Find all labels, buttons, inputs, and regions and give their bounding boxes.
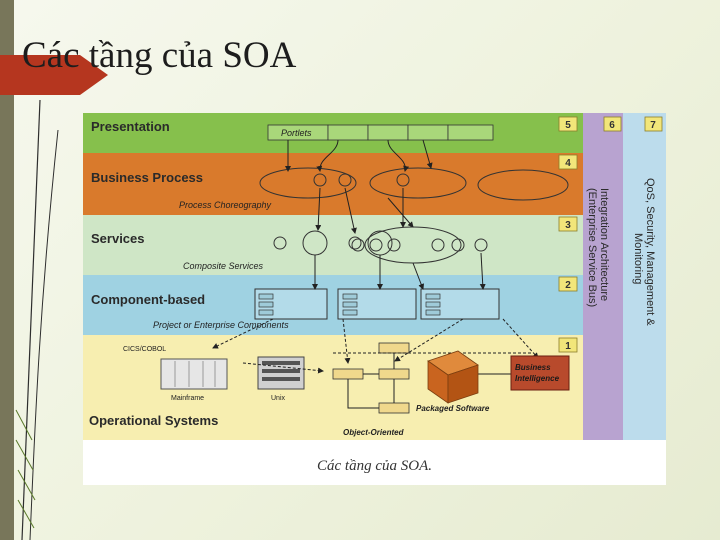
soa-diagram-drawing: 5 4 3 2 1 6 7 Presentation Business Proc…	[83, 113, 666, 440]
oo-box-1	[378, 342, 410, 354]
unix-label: Unix	[271, 395, 286, 402]
oo-box-4	[378, 402, 410, 414]
packaged-software-label: Packaged Software	[416, 404, 490, 413]
layer-number-box-3	[558, 216, 578, 232]
qos-label: QoS, Security, Management &	[644, 178, 656, 326]
layer-band-component	[83, 275, 583, 335]
monitoring-label: Monitoring	[632, 233, 644, 284]
layer-label-business-process: Business Process	[91, 170, 203, 185]
integration-architecture-label: Integration Architecture	[598, 188, 610, 301]
process-ellipse-1	[259, 167, 357, 199]
integration-architecture-column	[583, 113, 623, 440]
column-number-7: 7	[650, 120, 656, 131]
soa-diagram: 5 4 3 2 1 6 7 Presentation Business Proc…	[83, 113, 666, 485]
service-circle-8	[431, 238, 445, 252]
slide-title: Các tầng của SOA	[22, 35, 297, 76]
oo-box-2	[332, 368, 364, 380]
project-components-label: Project or Enterprise Components	[153, 320, 289, 330]
bi-label-line1: Business	[515, 363, 551, 372]
layer-number-box-4	[558, 154, 578, 170]
mainframe-label: Mainframe	[171, 395, 204, 402]
object-oriented-label: Object-Oriented	[343, 428, 405, 437]
service-circle-5	[351, 238, 365, 252]
column-number-box-6	[603, 116, 622, 132]
portlets-bar	[267, 124, 494, 141]
layer-number-1: 1	[565, 341, 571, 352]
layer-label-operational: Operational Systems	[89, 413, 218, 428]
decorative-lines	[15, 99, 59, 540]
column-number-6: 6	[609, 120, 615, 131]
left-accent-bar	[0, 0, 14, 540]
layer-number-5: 5	[565, 120, 571, 131]
process-choreography-label: Process Choreography	[179, 200, 272, 210]
esb-label: (Enterprise Service Bus)	[586, 188, 598, 307]
process-node-3	[396, 173, 410, 187]
packaged-software-icon	[427, 350, 479, 404]
layer-number-4: 4	[565, 158, 571, 169]
layer-band-services	[83, 215, 583, 275]
service-circle-10	[474, 238, 488, 252]
mainframe-graphic	[160, 358, 228, 390]
process-node-1	[313, 173, 327, 187]
layer-label-component: Component-based	[91, 292, 205, 307]
oo-box-3	[378, 368, 410, 380]
service-circle-9	[451, 238, 465, 252]
composite-services-label: Composite Services	[183, 261, 264, 271]
layer-label-services: Services	[91, 231, 145, 246]
process-ellipse-2	[369, 167, 467, 199]
business-intelligence-box	[510, 355, 570, 391]
process-node-2	[338, 173, 352, 187]
cics-cobol-label: CICS/COBOL	[123, 346, 166, 353]
layer-number-box-2	[558, 276, 578, 292]
service-circle-6	[369, 238, 383, 252]
process-ellipse-3	[477, 169, 569, 201]
layer-number-box-5	[558, 116, 578, 132]
service-circle-3	[348, 236, 362, 250]
figure-caption: Các tầng của SOA.	[317, 458, 432, 474]
service-circle-1	[273, 236, 287, 250]
bi-label-line2: Intelligence	[515, 374, 560, 383]
qos-column	[623, 113, 666, 440]
layer-number-box-1	[558, 337, 578, 353]
layer-label-presentation: Presentation	[91, 119, 170, 134]
layer-band-business-process	[83, 153, 583, 215]
layer-number-3: 3	[565, 220, 571, 231]
title-arrow-shape	[0, 55, 108, 95]
portlets-label: Portlets	[281, 128, 312, 138]
service-circle-7	[387, 238, 401, 252]
column-number-box-7	[644, 116, 663, 132]
layer-number-2: 2	[565, 280, 571, 291]
